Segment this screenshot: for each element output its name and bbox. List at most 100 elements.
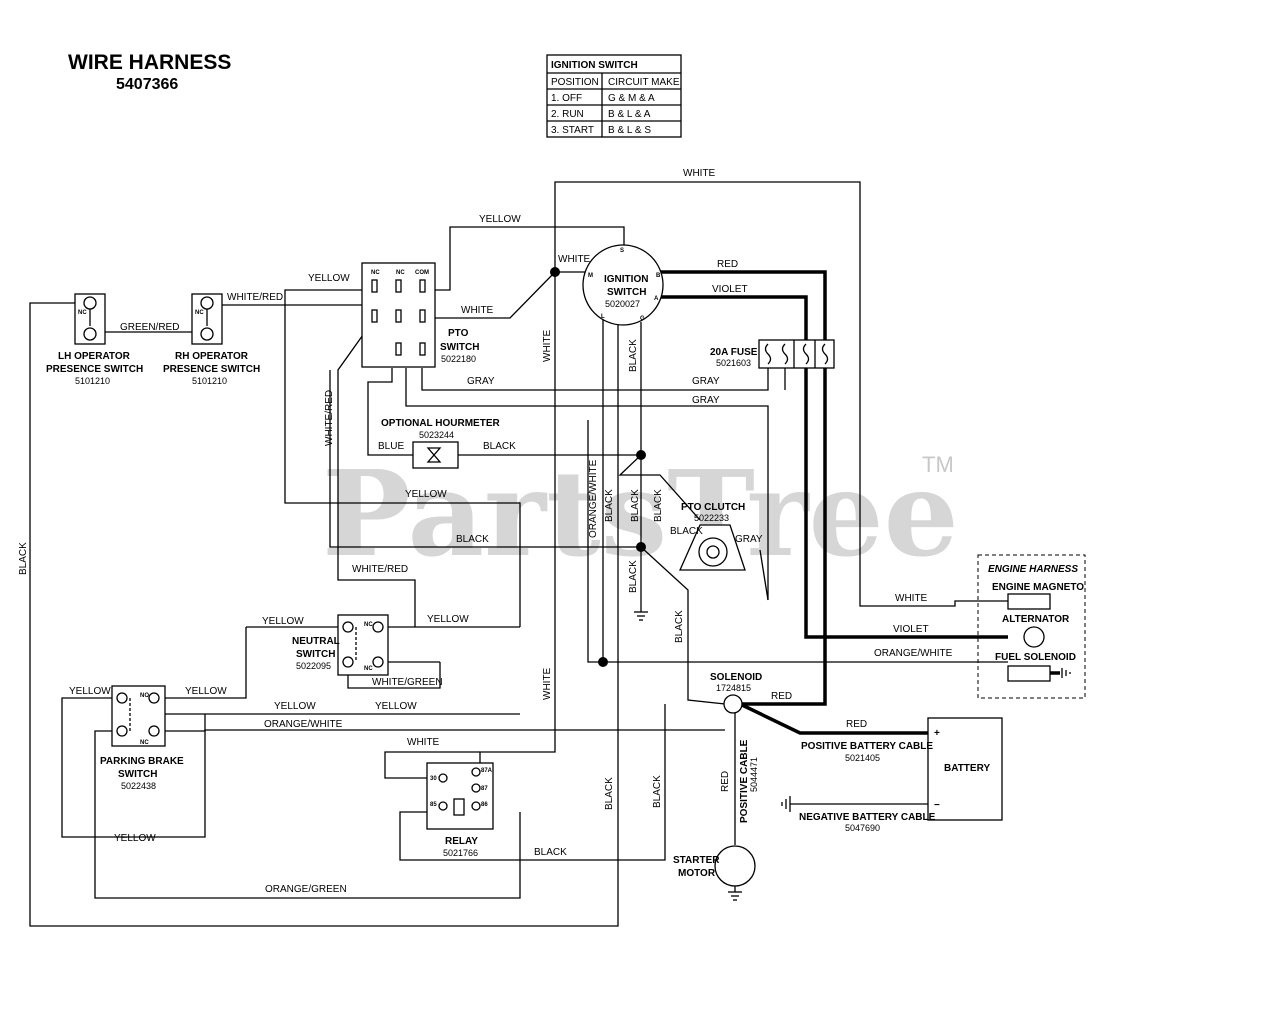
fuse-label: 20A FUSE [710,347,758,358]
svg-text:MOTOR: MOTOR [678,868,716,879]
relay-label: RELAY [445,836,478,847]
parking-brake-switch: NO NC [111,685,166,747]
table-cell: B & L & A [608,109,651,120]
svg-text:5044471: 5044471 [749,757,759,792]
svg-text:WHITE: WHITE [407,737,440,748]
svg-text:WHITE: WHITE [558,254,591,265]
wire-labels: WHITE YELLOW WHITE RED VIOLET YELLOW WHI… [18,168,953,895]
svg-text:−: − [934,800,940,811]
svg-text:WHITE/RED: WHITE/RED [324,390,335,446]
svg-text:YELLOW: YELLOW [427,614,469,625]
svg-text:NC: NC [364,666,373,672]
hourmeter [412,441,459,469]
svg-text:SWITCH: SWITCH [296,649,335,660]
svg-text:GRAY: GRAY [692,395,720,406]
svg-text:85: 85 [430,802,437,808]
svg-text:RED: RED [771,691,792,702]
pto-switch: NC NC COM [361,262,436,368]
svg-text:RED: RED [717,259,738,270]
svg-text:NC: NC [78,310,87,316]
svg-text:L: L [601,314,605,320]
diagram-part-number: 5407366 [116,76,178,93]
svg-text:GREEN/RED: GREEN/RED [120,322,179,333]
svg-text:WHITE: WHITE [683,168,716,179]
svg-text:BLACK: BLACK [653,489,664,522]
svg-text:YELLOW: YELLOW [308,273,350,284]
svg-text:BLACK: BLACK [534,847,567,858]
svg-text:RH OPERATOR: RH OPERATOR [175,351,249,362]
solenoid-label: SOLENOID [710,672,762,683]
svg-text:5021766: 5021766 [443,848,478,858]
table-cell: 3. START [551,125,594,136]
lh-operator-presence-switch: NC [74,293,106,345]
svg-text:A: A [654,296,659,302]
svg-text:GRAY: GRAY [692,376,720,387]
svg-text:1724815: 1724815 [716,683,751,693]
svg-text:BLACK: BLACK [628,560,639,593]
svg-text:5022438: 5022438 [121,781,156,791]
svg-text:5022180: 5022180 [441,354,476,364]
svg-text:RED: RED [846,719,867,730]
svg-text:SWITCH: SWITCH [118,769,157,780]
svg-text:G: G [640,316,645,322]
svg-text:YELLOW: YELLOW [185,686,227,697]
svg-text:BLACK: BLACK [456,534,489,545]
hourmeter-label: OPTIONAL HOURMETER [381,418,500,429]
svg-text:PRESENCE SWITCH: PRESENCE SWITCH [163,364,260,375]
svg-text:YELLOW: YELLOW [375,701,417,712]
svg-text:S: S [620,248,624,254]
svg-text:87A: 87A [481,768,493,774]
svg-text:BLACK: BLACK [483,441,516,452]
svg-text:ORANGE/WHITE: ORANGE/WHITE [588,459,599,538]
fuse-block [758,339,835,369]
svg-text:STARTER: STARTER [673,855,720,866]
svg-text:LH OPERATOR: LH OPERATOR [58,351,131,362]
svg-text:SWITCH: SWITCH [440,342,479,353]
svg-text:BLUE: BLUE [378,441,404,452]
svg-text:NO: NO [140,693,149,699]
svg-text:VIOLET: VIOLET [893,624,929,635]
ground-symbol [781,796,791,812]
engine-harness: ENGINE HARNESS ENGINE MAGNETO ALTERNATOR… [977,554,1086,699]
wire-junctions [550,267,646,667]
svg-text:NC: NC [396,270,405,276]
svg-text:5023244: 5023244 [419,430,454,440]
ignition-switch: S M B A L G IGNITION SWITCH 5020027 [582,244,664,326]
table-cell: B & L & S [608,125,651,136]
svg-text:5020027: 5020027 [605,299,640,309]
svg-text:GRAY: GRAY [467,376,495,387]
table-cell: 1. OFF [551,93,582,104]
svg-text:WHITE: WHITE [461,305,494,316]
svg-text:5022095: 5022095 [296,661,331,671]
svg-text:GRAY: GRAY [735,534,763,545]
svg-text:WHITE/GREEN: WHITE/GREEN [372,677,443,688]
svg-text:M: M [588,273,593,279]
ignition-switch-label: IGNITION [604,274,648,285]
svg-text:NC: NC [371,270,380,276]
svg-text:30: 30 [430,776,437,782]
clutch-ground [634,611,648,621]
svg-text:BLACK: BLACK [18,542,29,575]
svg-text:ORANGE/WHITE: ORANGE/WHITE [264,719,343,730]
neutral-switch-label: NEUTRAL [292,636,340,647]
parking-brake-label: PARKING BRAKE [100,756,184,767]
table-cell: 2. RUN [551,109,584,120]
diagram-title: WIRE HARNESS [68,51,231,74]
starter-motor [714,845,756,901]
solenoid [723,694,743,714]
watermark-trademark: TM [922,452,954,477]
svg-text:YELLOW: YELLOW [274,701,316,712]
svg-text:5047690: 5047690 [845,823,880,833]
table-title: IGNITION SWITCH [551,60,638,71]
svg-text:BLACK: BLACK [604,489,615,522]
svg-text:SWITCH: SWITCH [607,287,646,298]
pto-clutch-label: PTO CLUTCH [681,502,745,513]
svg-text:RED: RED [720,771,731,792]
svg-text:WHITE: WHITE [895,593,928,604]
svg-text:+: + [934,728,940,739]
svg-text:WHITE: WHITE [542,667,553,700]
svg-text:5101210: 5101210 [192,376,227,386]
svg-text:YELLOW: YELLOW [479,214,521,225]
svg-text:WHITE: WHITE [542,329,553,362]
